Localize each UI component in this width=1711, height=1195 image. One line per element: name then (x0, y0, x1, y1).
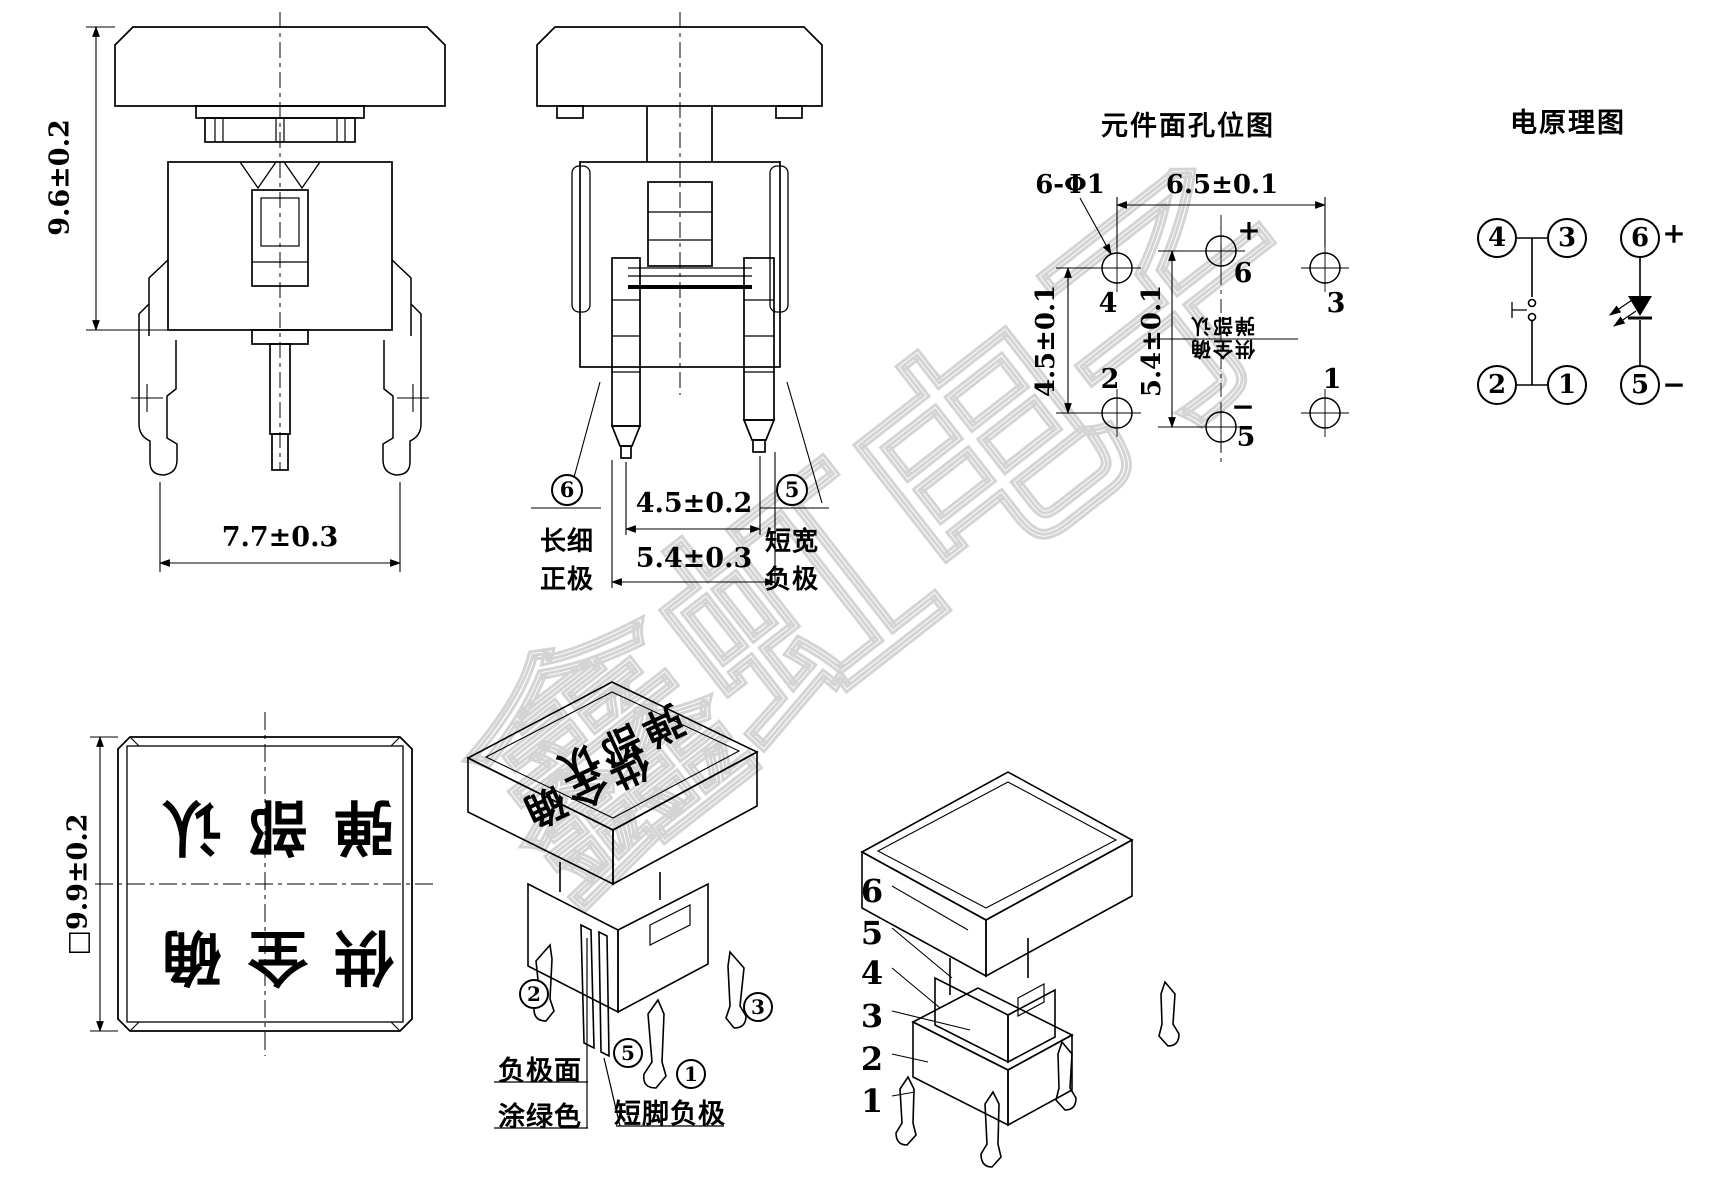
pin6-label-2: 正极 (539, 565, 594, 595)
green-face-note-1: 负极面 (498, 1056, 582, 1087)
front-view-drawing (86, 12, 446, 572)
sch-minus-sign: − (1662, 368, 1686, 401)
pin6-label-1: 长细 (539, 527, 594, 557)
sch-pin-4: 4 (1477, 218, 1517, 258)
cap-print-row-top: 弹部认 (136, 791, 394, 861)
iso2-label-1: 1 (860, 1082, 884, 1120)
hole-label-1: 1 (1322, 364, 1342, 395)
schematic-drawing (1511, 237, 1652, 386)
cap-top-view-drawing (90, 712, 435, 1056)
hole-diagram-drawing (1056, 197, 1349, 465)
hole-label-2: 2 (1100, 364, 1120, 395)
pin5-label-1: 短宽 (764, 527, 819, 557)
hole-mid-height-dim: 5.4±0.1 (1137, 284, 1167, 398)
pin5-callout: 5 (776, 474, 808, 506)
sch-pin-6: 6 (1620, 218, 1660, 258)
hole-diagram-title: 元件面孔位图 (1101, 111, 1275, 142)
pin5-label-2: 负极 (764, 565, 819, 595)
iso2-label-4: 4 (860, 954, 884, 992)
iso2-label-6: 6 (860, 872, 884, 910)
sch-plus-sign: + (1662, 217, 1686, 250)
sch-pin-1: 1 (1547, 365, 1587, 405)
hole-width-dim: 6.5±0.1 (1165, 170, 1279, 200)
iso2-label-3: 3 (860, 997, 884, 1035)
pin6-callout: 6 (551, 474, 583, 506)
iso-callout-3: 3 (743, 992, 773, 1022)
schematic-title: 电原理图 (1510, 108, 1626, 139)
iso2-label-2: 2 (860, 1040, 884, 1078)
iso-callout-5: 5 (613, 1038, 643, 1068)
hole-outer-height-dim: 4.5±0.1 (1031, 284, 1061, 398)
hole-label-5: 5 (1236, 422, 1256, 453)
cap-size-dim: □9.9±0.2 (62, 813, 94, 956)
short-pin-note: 短脚负极 (614, 1099, 726, 1130)
hole-label-6: 6 (1233, 258, 1253, 289)
front-width-dim: 7.7±0.3 (221, 522, 339, 553)
sch-pin-2: 2 (1477, 365, 1517, 405)
iso-plain-view-drawing (860, 771, 1180, 1168)
hole-label-4: 4 (1098, 288, 1118, 319)
led-symbol (1628, 296, 1652, 316)
hole-label-3: 3 (1326, 288, 1346, 319)
cap-print-row-bottom: 供全确 (136, 921, 394, 991)
side-span-dim: 5.4±0.3 (635, 543, 753, 574)
sch-pin-5: 5 (1620, 365, 1660, 405)
hole-callout: 6-Φ1 (1035, 170, 1105, 200)
front-height-dim: 9.6±0.2 (44, 119, 76, 236)
hole-print-row-bottom: 供全确 (1189, 337, 1255, 361)
iso-callout-2: 2 (519, 979, 549, 1009)
iso2-label-5: 5 (860, 914, 884, 952)
hole-minus-sign: − (1231, 390, 1255, 423)
sch-pin-3: 3 (1547, 218, 1587, 258)
green-face-note-2: 涂绿色 (498, 1102, 582, 1133)
iso-callout-1: 1 (676, 1059, 706, 1089)
hole-plus-sign: + (1237, 214, 1261, 247)
side-pitch-dim: 4.5±0.2 (635, 488, 753, 519)
